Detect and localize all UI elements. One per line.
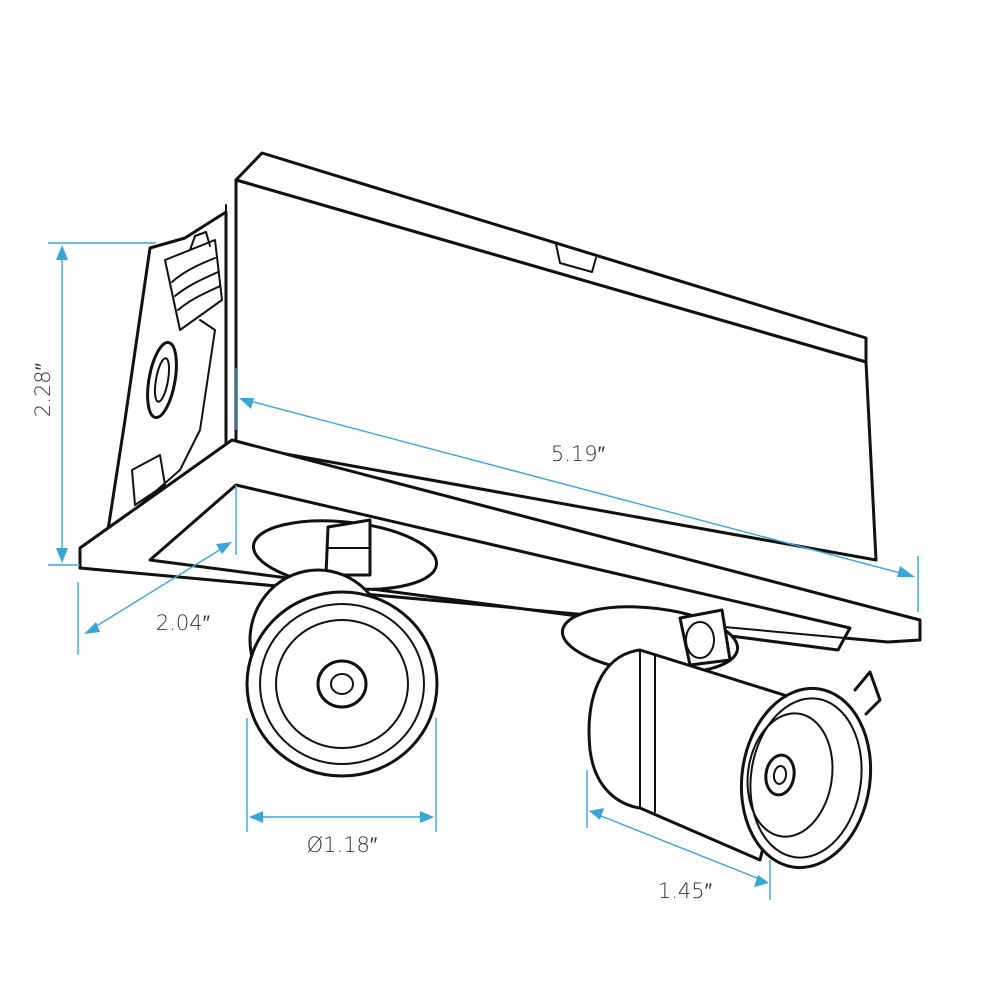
fixture-length-label: 1.45″: [658, 879, 713, 903]
spring-clip: [106, 210, 228, 532]
length-dimension: 5.19″: [235, 368, 919, 612]
height-dimension: 2.28″: [31, 242, 156, 566]
width-dimension: 2.04″: [77, 485, 237, 655]
fixture-length-dimension: 1.45″: [586, 770, 771, 903]
diameter-dimension: Ø1.18″: [246, 718, 437, 857]
housing-box: [225, 151, 878, 562]
left-spotlight: [245, 518, 439, 778]
right-spotlight: [587, 608, 873, 870]
dimension-lines: 2.28″ 5.19″ 2.04″ Ø1.18″: [31, 242, 919, 903]
length-label: 5.19″: [551, 442, 606, 466]
width-label: 2.04″: [156, 611, 211, 635]
diameter-label: Ø1.18″: [307, 833, 378, 857]
height-label: 2.28″: [31, 362, 55, 417]
